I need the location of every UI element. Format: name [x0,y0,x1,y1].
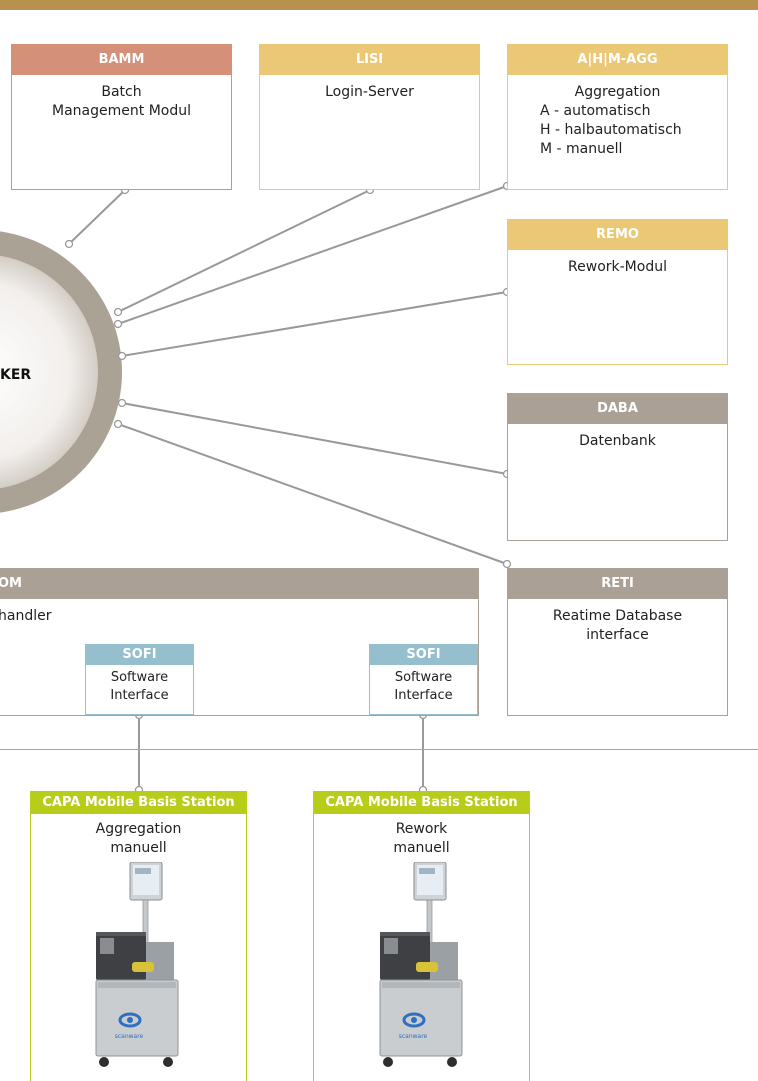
module-description: Datenbank [579,433,656,449]
capa-title: CAPA Mobile Basis Station [314,792,529,814]
capa-title: CAPA Mobile Basis Station [31,792,246,814]
node [117,351,127,361]
module-title: SOFI [86,645,193,665]
capa-description: Aggregation manuell [95,821,182,856]
wire-lisi [117,189,371,313]
node [113,307,123,317]
module-sofi-2: SOFI Software Interface [369,644,478,715]
module-sofi-1: SOFI Software Interface [85,644,194,715]
module-description: Batch Management Modul [52,84,191,119]
module-description: Aggregation A - automatisch H - halbauto… [540,84,682,157]
section-divider [0,749,758,750]
mobile-station-image-1: scanware [95,862,179,1067]
node [64,239,74,249]
module-description: handler [0,608,52,624]
module-title: SOFI [370,645,477,665]
capa-description: Rework manuell [393,821,450,856]
module-title: OM [0,569,478,599]
module-description: Software Interface [394,670,453,703]
module-ahm-agg: A|H|M-AGG Aggregation A - automatisch H … [507,44,728,190]
module-bamm: BAMM Batch Management Modul [11,44,232,190]
module-title: LISI [260,45,479,75]
module-com: OM handler [0,568,479,716]
mobile-station-image-2: scanware [379,862,463,1067]
hub-label: KER [0,367,32,383]
module-description: Software Interface [110,670,169,703]
node [502,559,512,569]
node [113,419,123,429]
station-logo-text: scanware [399,1033,428,1040]
top-bar [0,0,758,10]
module-reti: RETI Reatime Database interface [507,568,728,716]
wire-ahm [117,185,508,325]
node [113,319,123,329]
module-title: REMO [508,220,727,250]
module-description: Rework-Modul [568,259,667,275]
module-title: RETI [508,569,727,599]
wire-bamm [68,189,126,245]
module-description: Reatime Database interface [552,608,683,643]
station-logo-text: scanware [115,1033,144,1040]
module-title: A|H|M-AGG [508,45,727,75]
wire-daba [121,402,508,475]
wire-remo [121,291,508,357]
hub-core [0,255,98,489]
wire-reti [117,423,508,565]
module-title: BAMM [12,45,231,75]
module-daba: DABA Datenbank [507,393,728,541]
module-lisi: LISI Login-Server [259,44,480,190]
node [117,398,127,408]
module-title: DABA [508,394,727,424]
module-description: Login-Server [325,84,414,100]
module-remo: REMO Rework-Modul [507,219,728,365]
